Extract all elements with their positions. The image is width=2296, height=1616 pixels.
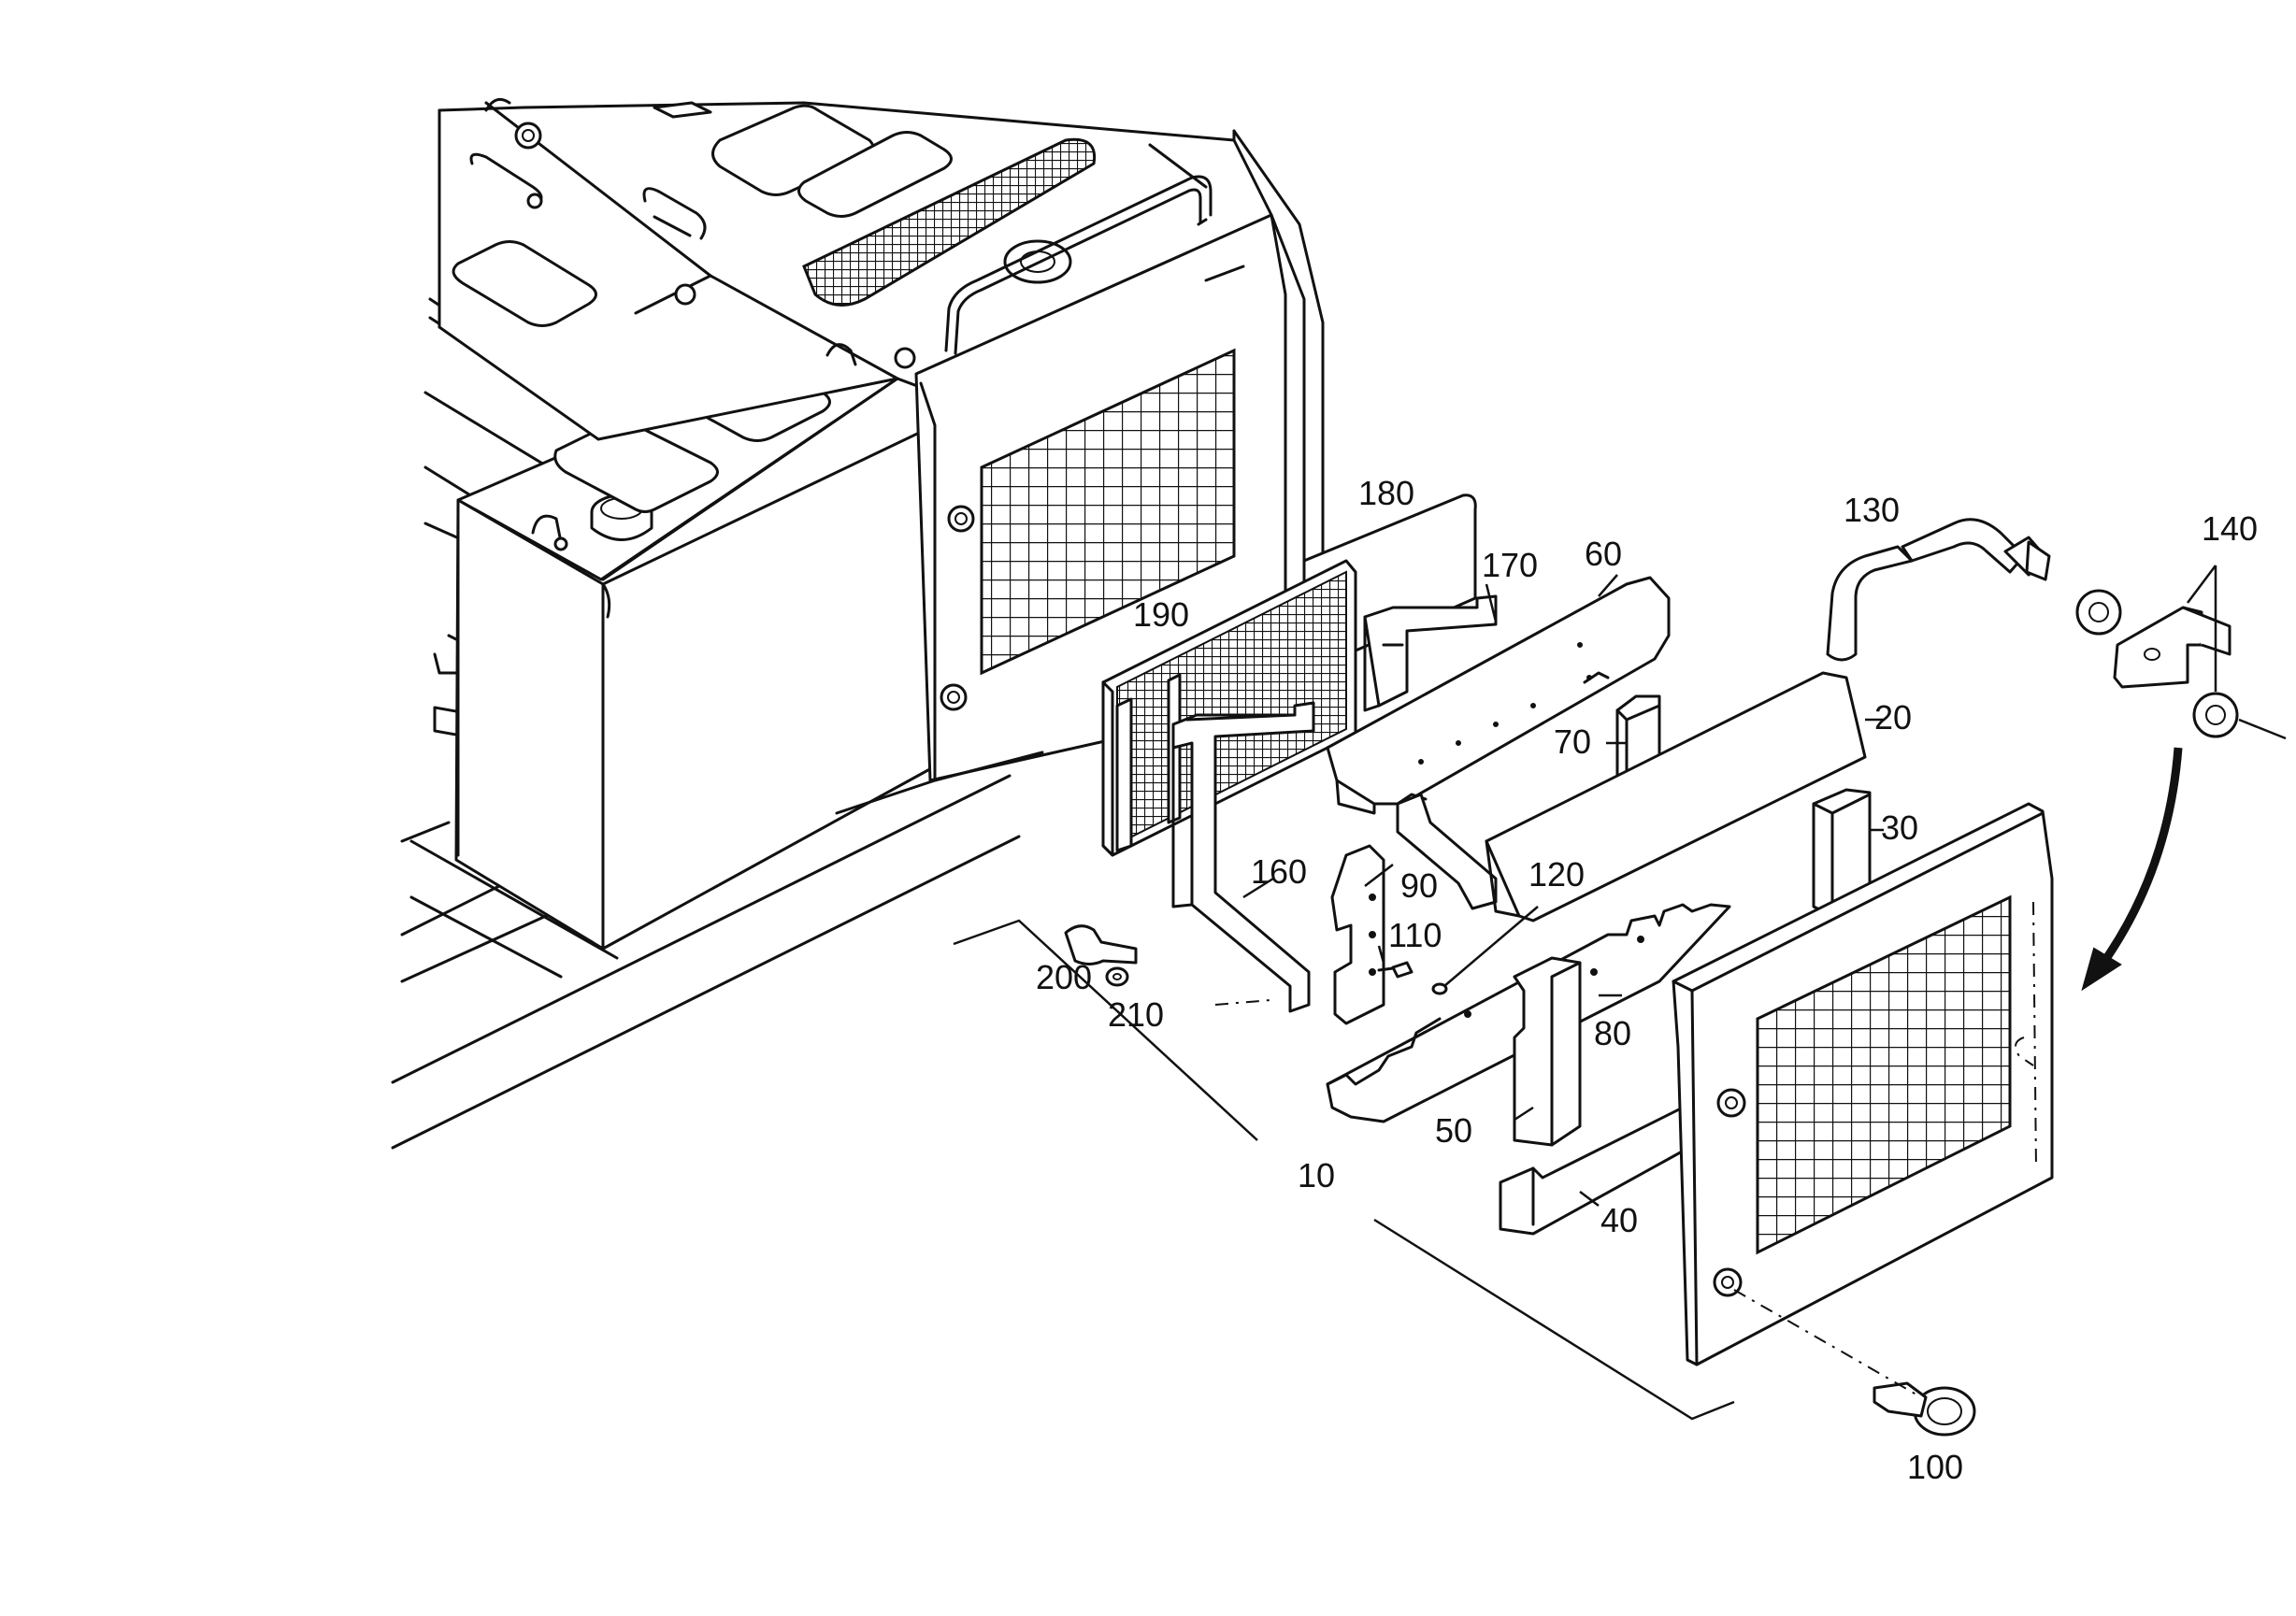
label-210: 210 xyxy=(1108,995,1164,1034)
label-60: 60 xyxy=(1585,535,1622,573)
label-70: 70 xyxy=(1554,722,1591,761)
label-200: 200 xyxy=(1036,958,1092,996)
part-20-top-panel xyxy=(1485,671,1867,922)
part-170-bracket xyxy=(1363,594,1498,712)
label-180: 180 xyxy=(1358,474,1414,512)
label-30: 30 xyxy=(1881,808,1918,847)
label-40: 40 xyxy=(1600,1201,1638,1239)
part-100-latch xyxy=(1733,1289,1976,1437)
callout-labels: 10 20 30 40 50 60 70 80 90 100 110 120 1… xyxy=(1036,474,2258,1486)
label-140: 140 xyxy=(2202,509,2258,548)
part-140-bracket-washers xyxy=(2075,589,2287,740)
label-20: 20 xyxy=(1874,698,1912,736)
label-130: 130 xyxy=(1844,491,1900,529)
label-120: 120 xyxy=(1528,855,1585,894)
label-170: 170 xyxy=(1482,546,1538,584)
label-110: 110 xyxy=(1388,916,1442,954)
assembly-bracket-top xyxy=(953,919,1258,1141)
part-130-hose xyxy=(1826,518,2051,662)
label-100: 100 xyxy=(1907,1448,1963,1486)
label-50: 50 xyxy=(1435,1111,1472,1150)
leader-lines xyxy=(1242,565,2217,1207)
machine-body xyxy=(391,97,1325,1150)
label-80: 80 xyxy=(1594,1014,1631,1052)
label-10: 10 xyxy=(1298,1156,1335,1194)
part-50-block xyxy=(1513,956,1582,1147)
label-160: 160 xyxy=(1251,852,1307,891)
part-200-210-bolt-washer xyxy=(1064,924,1272,1006)
part-160-bracket xyxy=(1171,701,1315,1013)
rotation-arrow xyxy=(2081,747,2183,992)
part-10-front-door xyxy=(1672,802,2054,1366)
label-190: 190 xyxy=(1133,595,1189,634)
part-90-plate xyxy=(1330,844,1385,1025)
label-90: 90 xyxy=(1400,866,1438,905)
part-110-120-fasteners xyxy=(1377,961,1448,995)
assembly-bracket-bottom xyxy=(1373,1218,1735,1421)
